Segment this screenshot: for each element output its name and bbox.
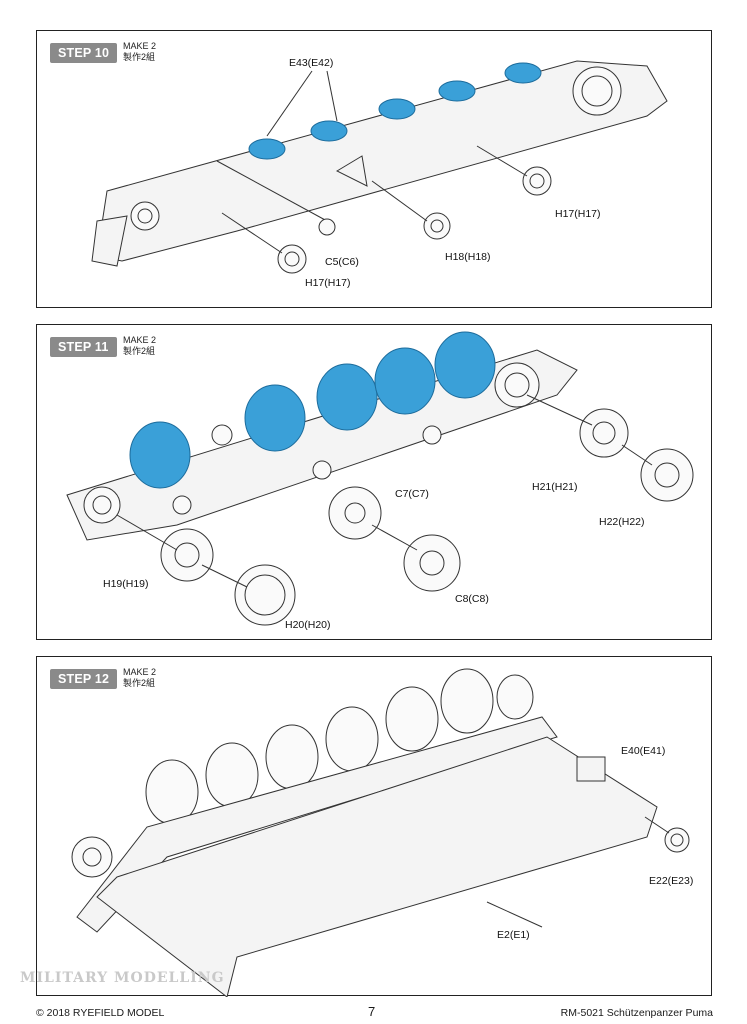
make-quantity-en: MAKE 2	[123, 667, 157, 677]
make-quantity-en: MAKE 2	[123, 41, 157, 51]
part-label-h17-left: H17(H17)	[305, 277, 351, 289]
part-label-h22: H22(H22)	[599, 516, 645, 528]
part-label-h19: H19(H19)	[103, 578, 149, 590]
make-quantity-cn: 製作2組	[123, 52, 156, 62]
step-badge: STEP 11	[50, 337, 117, 357]
make-quantity-cn: 製作2組	[123, 346, 156, 356]
make-quantity: MAKE 2 製作2組	[123, 41, 156, 63]
part-label-h21: H21(H21)	[532, 481, 578, 493]
make-quantity: MAKE 2 製作2組	[123, 667, 156, 689]
step-12-illustration	[71, 668, 690, 997]
road-arm-group	[248, 62, 542, 160]
make-quantity-cn: 製作2組	[123, 678, 156, 688]
part-label-c8: C8(C8)	[455, 593, 489, 605]
step-badge: STEP 12	[50, 669, 118, 689]
part-label-h20: H20(H20)	[285, 619, 331, 631]
make-quantity: MAKE 2 製作2組	[123, 335, 156, 357]
step-10-panel: STEP 10 MAKE 2 製作2組 E43(E42) C5	[36, 30, 712, 308]
footer-copyright: © 2018 RYEFIELD MODEL	[36, 1007, 165, 1019]
part-label-h17-right: H17(H17)	[555, 208, 601, 220]
part-label-e2: E2(E1)	[497, 929, 530, 941]
step-11-panel: STEP 11 MAKE 2 製作2組	[36, 324, 712, 640]
part-label-e22: E22(E23)	[649, 875, 694, 887]
step-11-illustration	[66, 331, 694, 626]
part-label-c7: C7(C7)	[395, 488, 429, 500]
wheel-row	[145, 668, 534, 825]
part-label-h18: H18(H18)	[445, 251, 491, 263]
page-number: 7	[368, 1004, 376, 1019]
footer-product: RM-5021 Schützenpanzer Puma	[560, 1007, 713, 1019]
step-badge: STEP 10	[50, 43, 118, 63]
watermark: MILITARY MODELLING	[20, 970, 225, 986]
road-wheel-group	[129, 331, 496, 489]
part-label-c5: C5(C6)	[325, 256, 359, 268]
part-label-e43: E43(E42)	[289, 57, 334, 69]
make-quantity-en: MAKE 2	[123, 335, 157, 345]
step-10-illustration	[91, 60, 668, 274]
part-label-e40: E40(E41)	[621, 745, 666, 757]
step-12-panel: STEP 12 MAKE 2 製作2組 E40(E41) E22(E23) E2…	[36, 656, 712, 997]
